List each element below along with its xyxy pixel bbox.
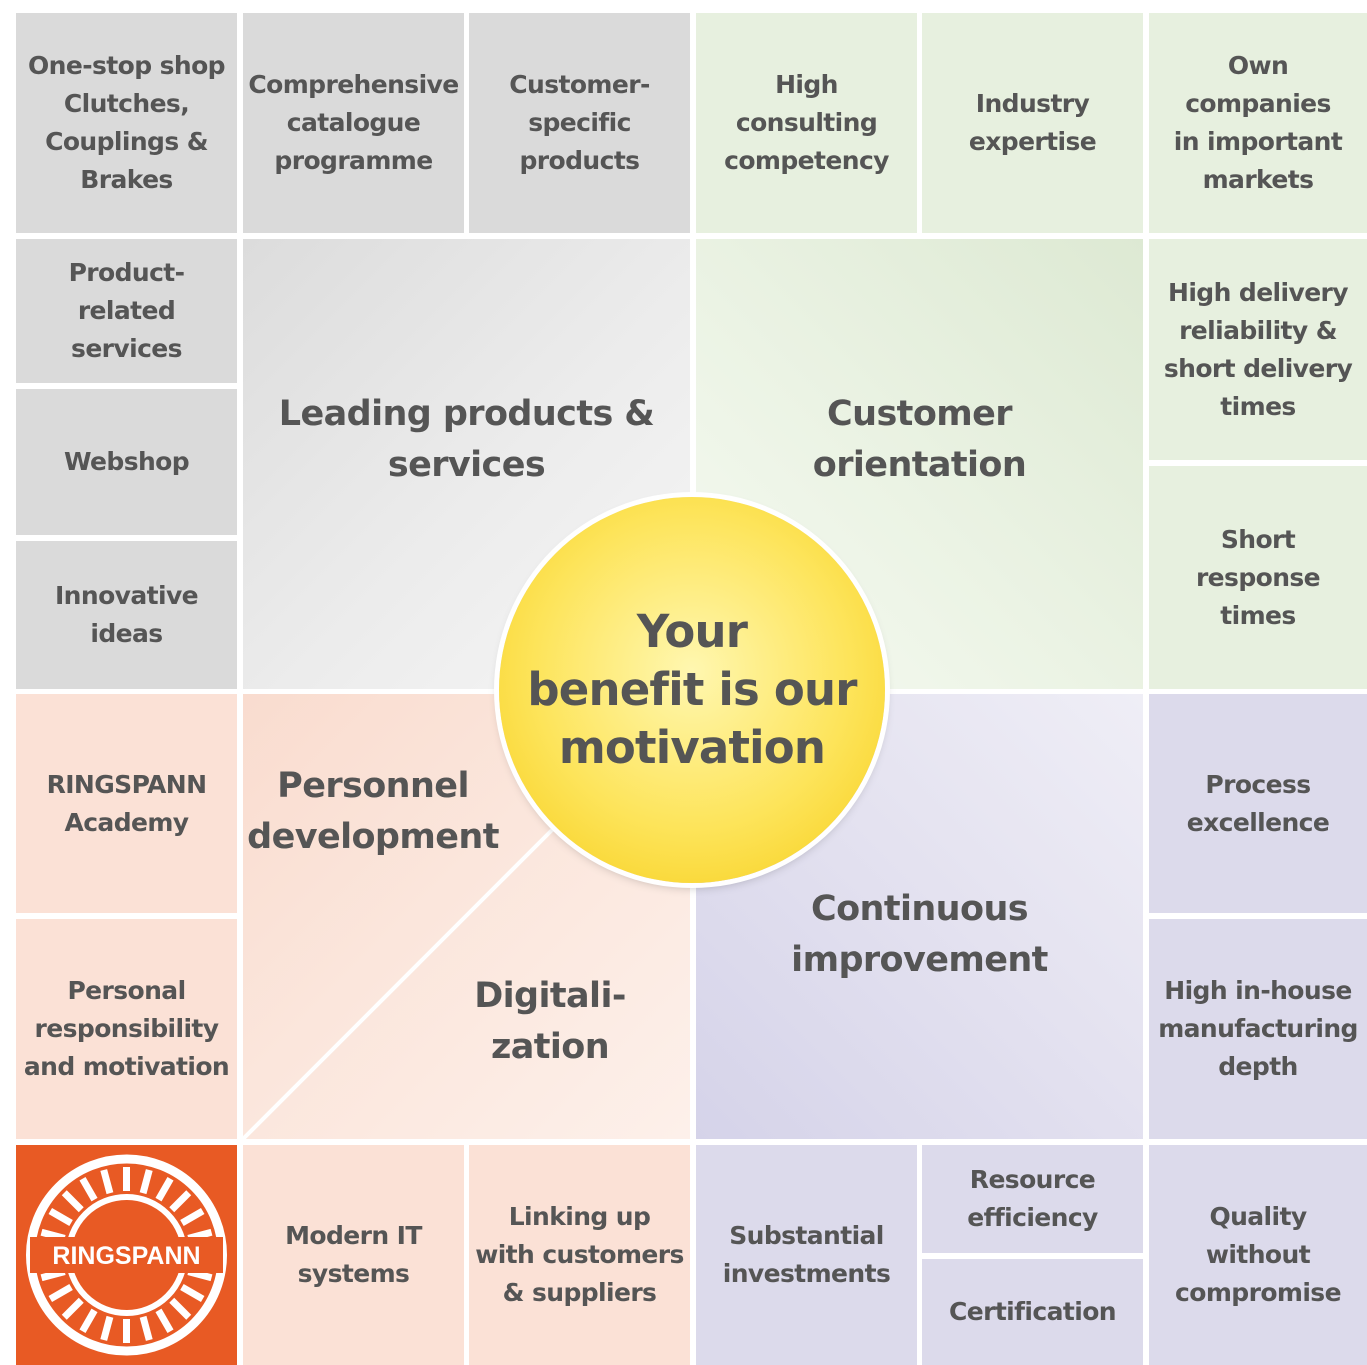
tile-industry-expertise: Industry expertise [922, 13, 1143, 233]
diagonal-divider [243, 817, 565, 1139]
center-motivation-circle: Your benefit is our motivation [499, 497, 885, 883]
logo-tick [79, 1177, 98, 1202]
tile-customer-specific: Customer- specific products [469, 13, 690, 233]
tile-webshop: Webshop [16, 389, 237, 535]
logo-tick [155, 1177, 174, 1202]
center-text: Your benefit is our motivation [527, 605, 857, 774]
ringspann-logo: RINGSPANN [16, 1145, 237, 1365]
logo-tick [180, 1283, 205, 1303]
logo-tick [139, 1169, 153, 1195]
tile-quality: Quality without compromise [1149, 1145, 1367, 1365]
digitalization-title: Digitali- zation [474, 976, 626, 1067]
tile-process-excellence: Process excellence [1149, 694, 1367, 913]
tile-personal-responsibility: Personal responsibility and motivation [16, 919, 237, 1139]
tile-manufacturing-depth: High in-house manufacturing depth [1149, 919, 1367, 1139]
logo-text: RINGSPANN [52, 1242, 200, 1270]
logo-tick [61, 1297, 84, 1320]
tile-investments: Substantial investments [696, 1145, 917, 1365]
leading-products-title: Leading products & services [278, 394, 655, 485]
tile-certification: Certification [922, 1259, 1143, 1365]
tile-consulting: High consulting competency [696, 13, 917, 233]
logo-tick [48, 1283, 73, 1303]
logo-tick [48, 1207, 73, 1227]
logo-tick [139, 1315, 153, 1341]
tile-linking-up: Linking up with customers & suppliers [469, 1145, 690, 1365]
tile-one-stop-shop: One-stop shop Clutches, Couplings & Brak… [16, 13, 237, 233]
logo-tick [155, 1308, 174, 1333]
logo-tick [100, 1315, 114, 1341]
logo-tick [100, 1169, 114, 1195]
logo-tick [169, 1190, 192, 1213]
tile-delivery-reliability: High delivery reliability & short delive… [1149, 239, 1367, 460]
logo-tick [169, 1297, 192, 1320]
tile-own-companies: Own companies in important markets [1149, 13, 1367, 233]
ringspann-logo-mark: RINGSPANN [26, 1154, 227, 1356]
logo-tick [180, 1207, 205, 1227]
customer-orientation-title: Customer orientation [812, 394, 1027, 485]
logo-tick [79, 1308, 98, 1333]
tile-modern-it: Modern IT systems [243, 1145, 464, 1365]
personnel-development-title: Personnel development [247, 766, 499, 857]
tile-catalogue: Comprehensive catalogue programme [243, 13, 464, 233]
continuous-improvement-title: Continuous improvement [791, 889, 1048, 980]
tile-innovative-ideas: Innovative ideas [16, 541, 237, 689]
logo-tick [61, 1190, 84, 1213]
tile-product-services: Product- related services [16, 239, 237, 383]
tile-academy: RINGSPANN Academy [16, 694, 237, 913]
tile-response-times: Short response times [1149, 466, 1367, 689]
tile-resource-efficiency: Resource efficiency [922, 1145, 1143, 1253]
